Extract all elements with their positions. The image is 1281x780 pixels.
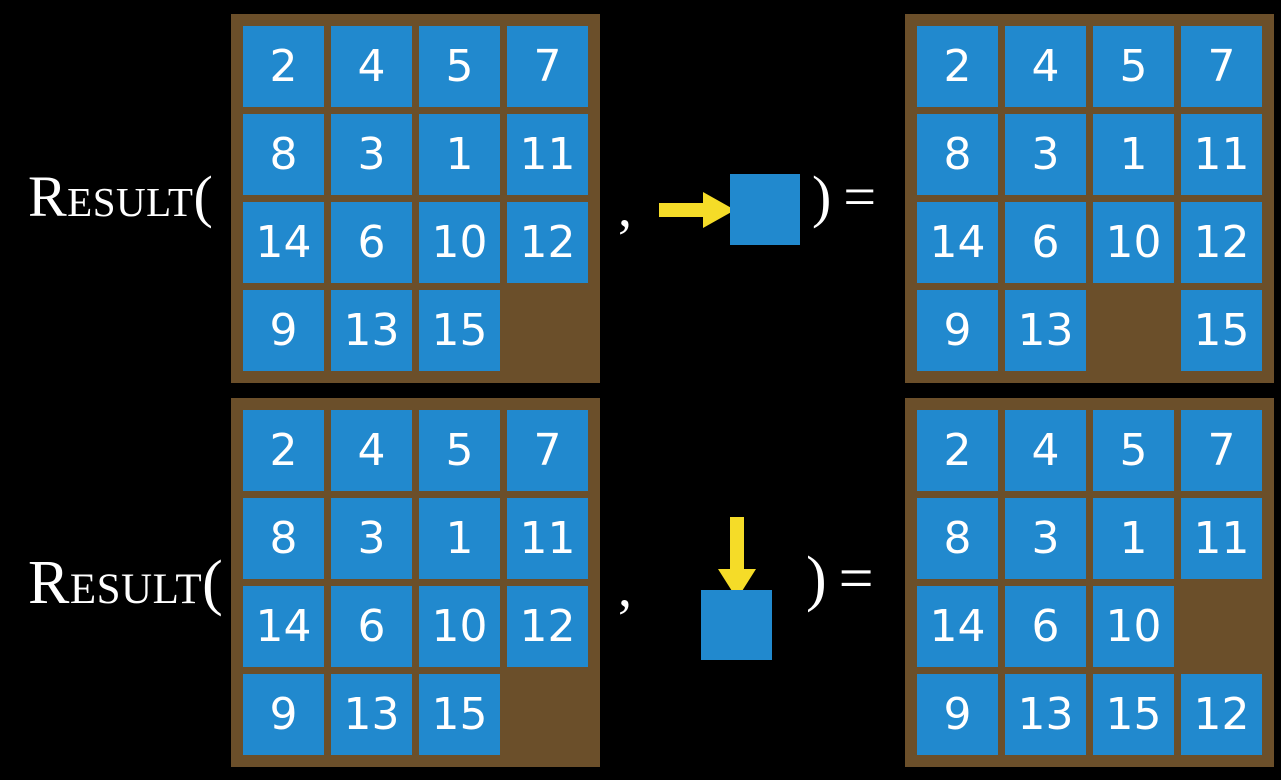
result-function-label-row-1: Result( xyxy=(28,164,214,229)
tile[interactable]: 15 xyxy=(1181,290,1262,371)
tile[interactable]: 11 xyxy=(507,114,588,195)
tile[interactable]: 15 xyxy=(419,674,500,755)
tile[interactable]: 10 xyxy=(419,202,500,283)
tile[interactable]: 9 xyxy=(243,674,324,755)
close-paren-equals-row-1: )= xyxy=(812,168,876,226)
tile[interactable]: 6 xyxy=(1005,586,1086,667)
tile[interactable]: 7 xyxy=(507,410,588,491)
tile[interactable]: 1 xyxy=(419,498,500,579)
tile[interactable]: 14 xyxy=(917,202,998,283)
tile[interactable]: 15 xyxy=(419,290,500,371)
tile[interactable]: 10 xyxy=(1093,202,1174,283)
tile[interactable]: 5 xyxy=(419,410,500,491)
close-paren: ) xyxy=(812,164,832,229)
equals-sign: = xyxy=(843,164,877,229)
tile[interactable]: 6 xyxy=(331,586,412,667)
tile[interactable]: 8 xyxy=(917,114,998,195)
tile[interactable]: 2 xyxy=(243,26,324,107)
tile[interactable]: 9 xyxy=(917,290,998,371)
tile[interactable]: 11 xyxy=(1181,498,1262,579)
tile[interactable]: 1 xyxy=(1093,498,1174,579)
tile[interactable]: 7 xyxy=(1181,26,1262,107)
blank-cell xyxy=(507,290,588,371)
output-board-row-1: 2 4 5 7 8 3 1 11 14 6 10 12 9 13 15 xyxy=(905,14,1274,383)
tile[interactable]: 2 xyxy=(243,410,324,491)
tile[interactable]: 14 xyxy=(917,586,998,667)
tile[interactable]: 12 xyxy=(1181,674,1262,755)
tile[interactable]: 3 xyxy=(1005,114,1086,195)
tile[interactable]: 4 xyxy=(1005,410,1086,491)
action-target-square-row-2 xyxy=(701,590,772,660)
tile[interactable]: 10 xyxy=(1093,586,1174,667)
tile[interactable]: 9 xyxy=(917,674,998,755)
tile[interactable]: 3 xyxy=(1005,498,1086,579)
argument-separator-comma-row-2: , xyxy=(618,557,632,619)
action-target-square-row-1 xyxy=(730,174,800,245)
blank-cell xyxy=(1093,290,1174,371)
tile[interactable]: 12 xyxy=(507,202,588,283)
blank-cell xyxy=(507,674,588,755)
tile[interactable]: 12 xyxy=(1181,202,1262,283)
tile[interactable]: 5 xyxy=(1093,26,1174,107)
tile[interactable]: 5 xyxy=(419,26,500,107)
tile[interactable]: 11 xyxy=(507,498,588,579)
tile[interactable]: 4 xyxy=(331,410,412,491)
tile[interactable]: 3 xyxy=(331,498,412,579)
tile[interactable]: 13 xyxy=(331,674,412,755)
tile[interactable]: 4 xyxy=(331,26,412,107)
input-board-row-2: 2 4 5 7 8 3 1 11 14 6 10 12 9 13 15 xyxy=(231,398,600,767)
tile[interactable]: 13 xyxy=(1005,674,1086,755)
tile[interactable]: 7 xyxy=(507,26,588,107)
tile[interactable]: 13 xyxy=(331,290,412,371)
tile[interactable]: 10 xyxy=(419,586,500,667)
result-function-label-row-2: Result( xyxy=(28,549,224,617)
tile[interactable]: 2 xyxy=(917,26,998,107)
tile[interactable]: 8 xyxy=(243,498,324,579)
tile[interactable]: 13 xyxy=(1005,290,1086,371)
tile[interactable]: 9 xyxy=(243,290,324,371)
tile[interactable]: 1 xyxy=(1093,114,1174,195)
tile[interactable]: 12 xyxy=(507,586,588,667)
close-paren-equals-row-2: )= xyxy=(806,548,874,610)
tile[interactable]: 6 xyxy=(331,202,412,283)
arrow-down-icon xyxy=(718,517,756,599)
close-paren: ) xyxy=(806,545,827,613)
blank-cell xyxy=(1181,586,1262,667)
tile[interactable]: 15 xyxy=(1093,674,1174,755)
tile[interactable]: 4 xyxy=(1005,26,1086,107)
arrow-right-icon xyxy=(659,192,735,228)
tile[interactable]: 8 xyxy=(243,114,324,195)
tile[interactable]: 6 xyxy=(1005,202,1086,283)
tile[interactable]: 14 xyxy=(243,202,324,283)
tile[interactable]: 7 xyxy=(1181,410,1262,491)
output-board-row-2: 2 4 5 7 8 3 1 11 14 6 10 9 13 15 12 xyxy=(905,398,1274,767)
tile[interactable]: 1 xyxy=(419,114,500,195)
equals-sign: = xyxy=(838,545,874,613)
tile[interactable]: 2 xyxy=(917,410,998,491)
input-board-row-1: 2 4 5 7 8 3 1 11 14 6 10 12 9 13 15 xyxy=(231,14,600,383)
tile[interactable]: 3 xyxy=(331,114,412,195)
tile[interactable]: 5 xyxy=(1093,410,1174,491)
tile[interactable]: 11 xyxy=(1181,114,1262,195)
tile[interactable]: 8 xyxy=(917,498,998,579)
tile[interactable]: 14 xyxy=(243,586,324,667)
argument-separator-comma-row-1: , xyxy=(618,177,632,239)
